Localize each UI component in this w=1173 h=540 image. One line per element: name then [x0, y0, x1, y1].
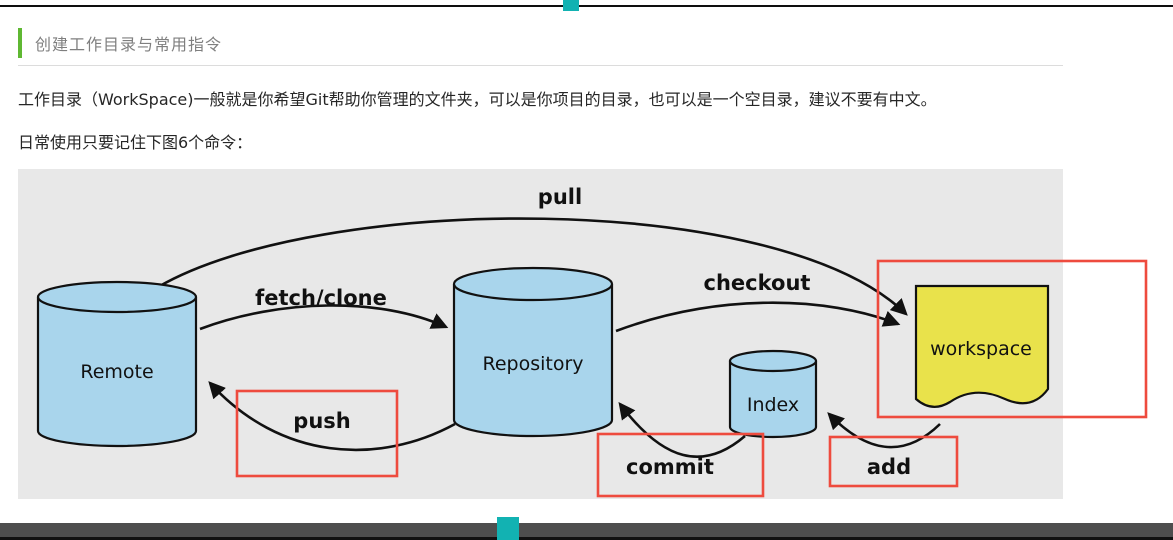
repository-cylinder-top [452, 266, 614, 302]
node-repository-label: Repository [482, 353, 583, 375]
arrow-checkout [615, 301, 901, 333]
arrow-add [827, 412, 941, 449]
label-add: add [867, 455, 911, 479]
highlight-commit [596, 432, 765, 498]
index-cylinder-body [728, 361, 818, 439]
git-workflow-svg: Remote Repository Index workspace [18, 169, 1148, 499]
arrow-fetch-clone [199, 304, 449, 331]
section-header: 创建工作目录与常用指令 [18, 28, 1168, 58]
arrow-commit [618, 401, 746, 459]
section-divider [18, 65, 1063, 66]
bottom-edge-marker [497, 517, 519, 540]
label-push: push [293, 409, 350, 433]
intro-paragraph: 工作目录（WorkSpace)一般就是你希望Git帮助你管理的文件夹，可以是你项… [18, 90, 937, 109]
window-top-edge [0, 0, 1173, 12]
node-repository: Repository [452, 266, 614, 438]
node-index: Index [728, 349, 818, 439]
remote-cylinder-top [36, 280, 198, 314]
highlight-push [235, 389, 399, 478]
node-index-label: Index [747, 394, 799, 416]
index-cylinder-top [728, 349, 818, 373]
highlight-workspace [876, 259, 1148, 419]
label-commit: commit [626, 455, 714, 479]
section-accent-bar [18, 28, 22, 58]
highlight-boxes [235, 259, 1148, 498]
node-remote-label: Remote [80, 361, 153, 383]
node-remote: Remote [36, 280, 198, 448]
label-checkout: checkout [704, 271, 811, 295]
arrow-push [208, 381, 456, 452]
label-fetch-clone: fetch/clone [255, 286, 387, 310]
remote-cylinder-body [36, 297, 198, 448]
article-content: 创建工作目录与常用指令 工作目录（WorkSpace)一般就是你希望Git帮助你… [18, 12, 1168, 499]
node-workspace-label: workspace [930, 338, 1032, 360]
node-workspace: workspace [914, 284, 1050, 408]
highlight-add [828, 435, 959, 488]
window-bottom-edge [0, 523, 1173, 540]
arrow-pull [157, 217, 908, 316]
diagram-arrows [157, 217, 941, 459]
label-pull: pull [538, 185, 582, 209]
workspace-document-shape [914, 284, 1050, 408]
section-title: 创建工作目录与常用指令 [35, 35, 223, 54]
commands-hint-paragraph: 日常使用只要记住下图6个命令： [18, 133, 253, 152]
top-edge-marker [563, 0, 579, 11]
git-workflow-diagram: Remote Repository Index workspace [18, 169, 1168, 499]
window-top-border [0, 5, 1173, 7]
repository-cylinder-body [452, 284, 614, 438]
